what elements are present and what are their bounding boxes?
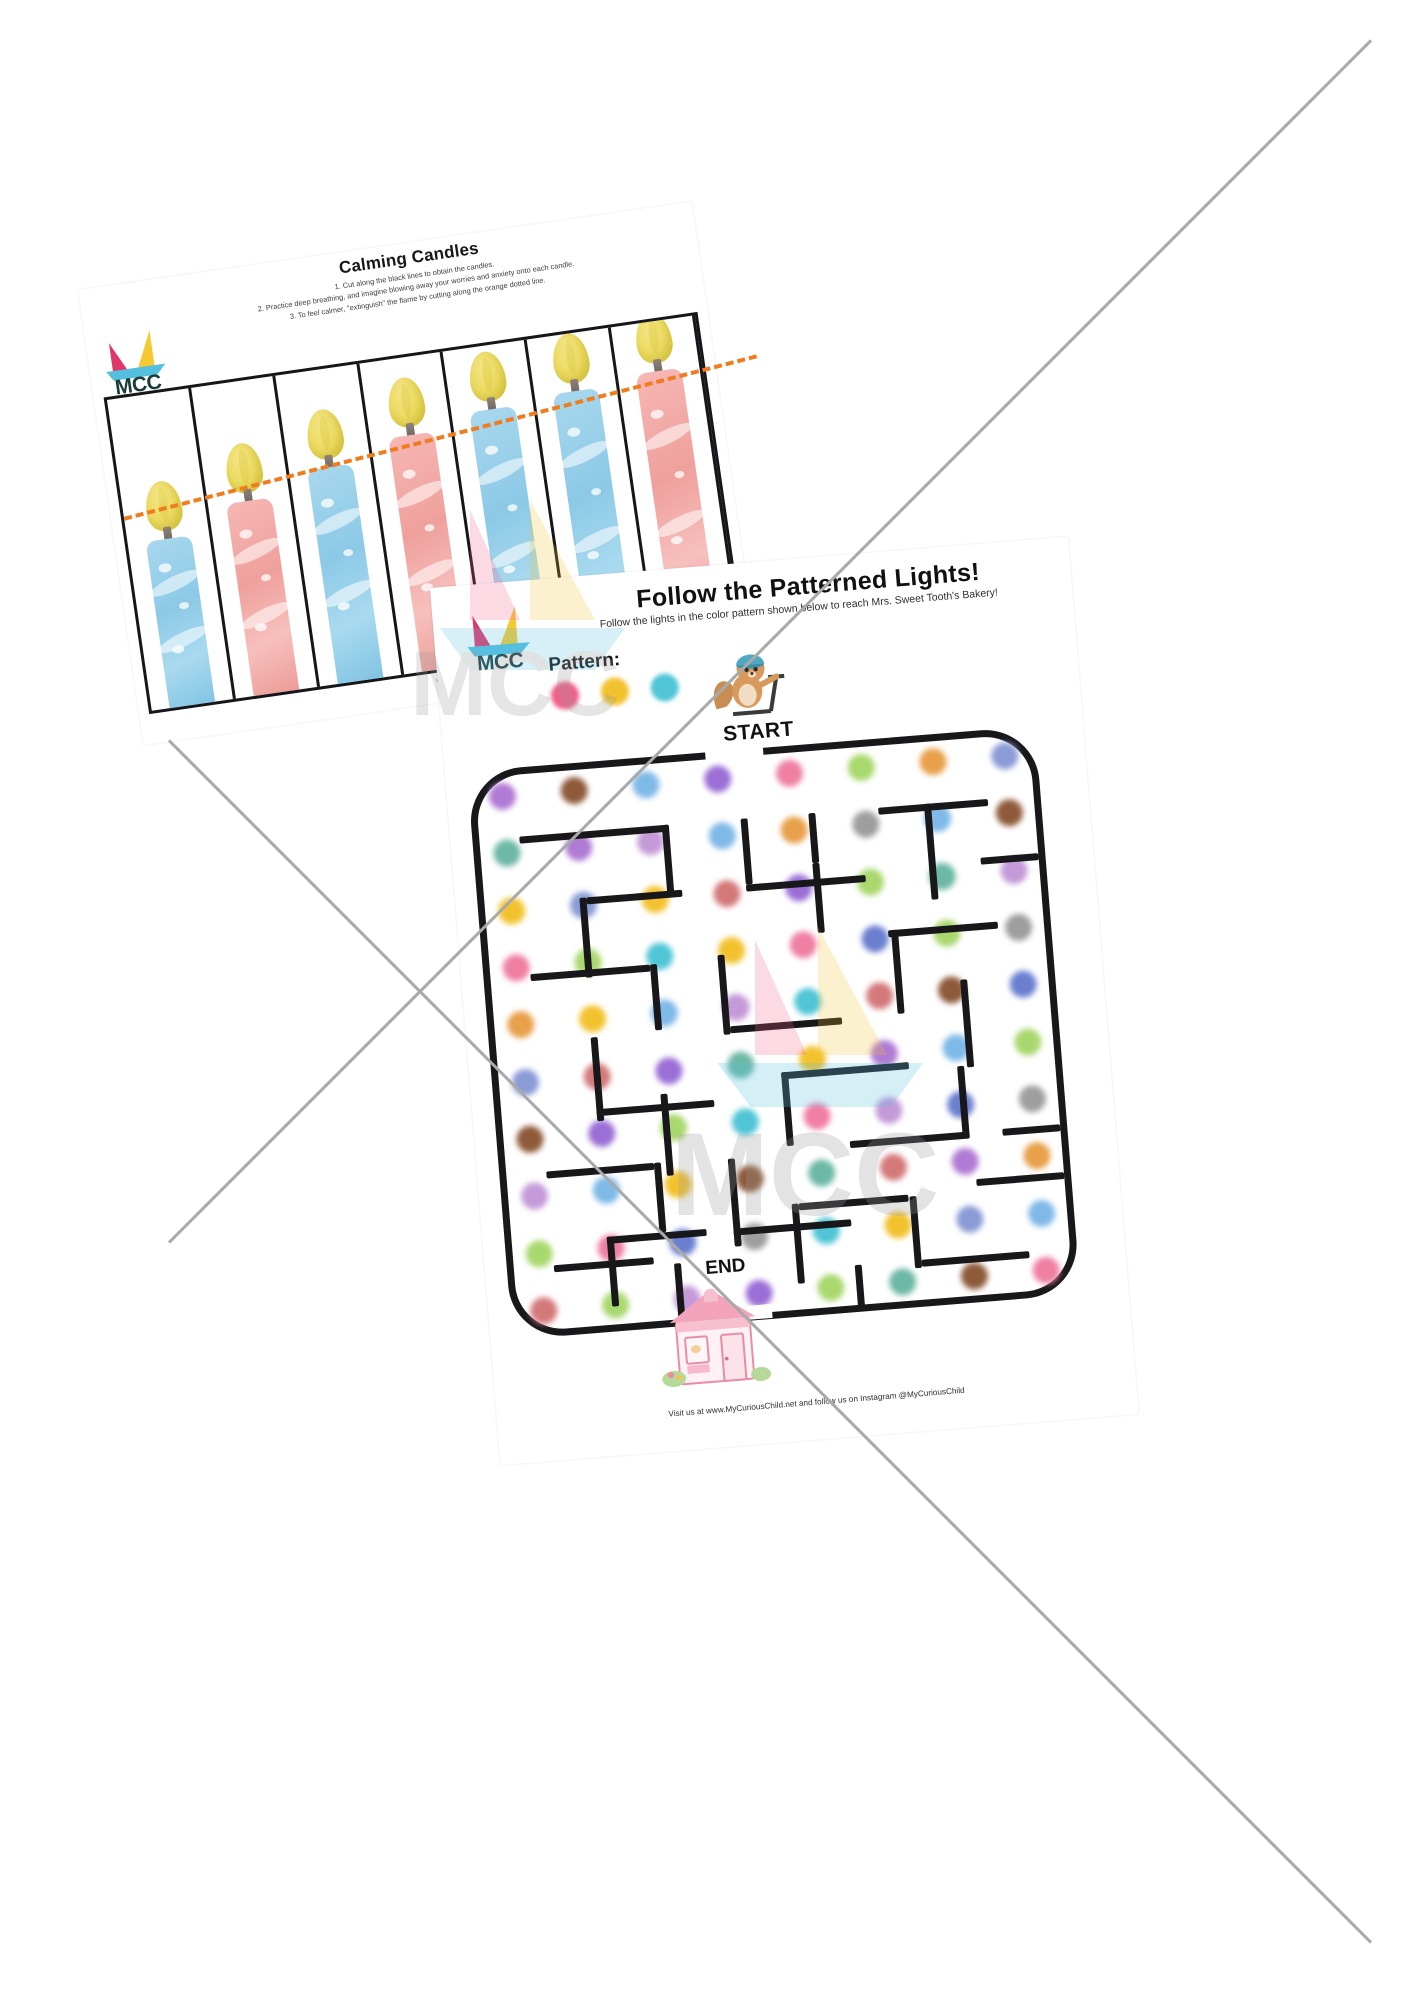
maze-wall — [976, 1172, 1065, 1187]
svg-text:MCC: MCC — [410, 633, 620, 720]
worksheet-patterned-lights: MCC Follow the Patterned Lights! Follow … — [430, 536, 1139, 1466]
maze-light-dot[interactable] — [529, 1296, 559, 1326]
maze-light-dot[interactable] — [510, 1067, 540, 1097]
maze-light-dot[interactable] — [774, 758, 805, 788]
maze-start-gap — [704, 745, 764, 762]
maze-light-dot[interactable] — [492, 838, 522, 869]
sailboat-icon: MCC — [97, 326, 173, 400]
maze-light-dot[interactable] — [506, 1010, 536, 1040]
watermark-logo-bottom: MCC — [655, 895, 955, 1241]
candle-flame — [632, 315, 676, 366]
maze-light-dot[interactable] — [1017, 1084, 1047, 1114]
maze-light-dot[interactable] — [578, 1004, 608, 1034]
maze-light-dot[interactable] — [487, 781, 517, 811]
maze-light-dot[interactable] — [703, 764, 733, 794]
maze-light-dot[interactable] — [559, 776, 589, 806]
maze-light-dot[interactable] — [994, 798, 1024, 828]
maze-light-dot[interactable] — [1013, 1027, 1043, 1057]
maze-light-dot[interactable] — [950, 1147, 980, 1177]
maze-wall — [854, 1264, 866, 1311]
maze-light-dot[interactable] — [707, 821, 737, 851]
maze-light-dot[interactable] — [955, 1204, 985, 1234]
bakery-shop-icon — [655, 1275, 774, 1395]
maze-wall — [740, 818, 753, 885]
maze-light-dot[interactable] — [990, 741, 1020, 771]
candle-flame — [303, 406, 347, 462]
maze-light-dot[interactable] — [1008, 969, 1038, 1000]
mcc-logo-sheet1: MCC — [97, 326, 173, 400]
candle-flame — [466, 349, 510, 404]
maze-light-dot[interactable] — [851, 810, 881, 840]
maze-wall — [808, 812, 820, 864]
maze-light-dot[interactable] — [520, 1181, 550, 1211]
maze-light-dot[interactable] — [524, 1239, 554, 1269]
maze-light-dot[interactable] — [918, 747, 948, 777]
squirrel-on-scooter-icon — [703, 631, 796, 728]
maze-light-dot[interactable] — [888, 1267, 918, 1297]
candle-flame — [549, 331, 593, 386]
maze-light-dot[interactable] — [1022, 1141, 1052, 1171]
watermark-logo-top: MCC — [370, 470, 660, 735]
candle-body — [225, 497, 300, 699]
candle-flame — [384, 375, 428, 430]
maze-light-dot[interactable] — [501, 953, 531, 983]
svg-text:MCC: MCC — [671, 1109, 940, 1225]
maze-light-dot[interactable] — [1027, 1198, 1057, 1228]
maze-light-dot[interactable] — [515, 1124, 545, 1154]
footer-sheet2: Visit us at www.MyCuriousChild.net and f… — [668, 1385, 965, 1419]
maze-light-dot[interactable] — [587, 1118, 617, 1149]
maze-light-dot[interactable] — [1004, 912, 1034, 942]
candle-body — [145, 535, 216, 711]
maze-light-dot[interactable] — [779, 815, 809, 845]
maze-light-dot[interactable] — [959, 1261, 989, 1291]
maze-light-dot[interactable] — [1031, 1255, 1061, 1285]
maze-wall — [1002, 1124, 1061, 1136]
maze-wall — [661, 824, 675, 897]
maze-light-dot[interactable] — [846, 752, 876, 783]
maze-light-dot[interactable] — [816, 1273, 846, 1303]
